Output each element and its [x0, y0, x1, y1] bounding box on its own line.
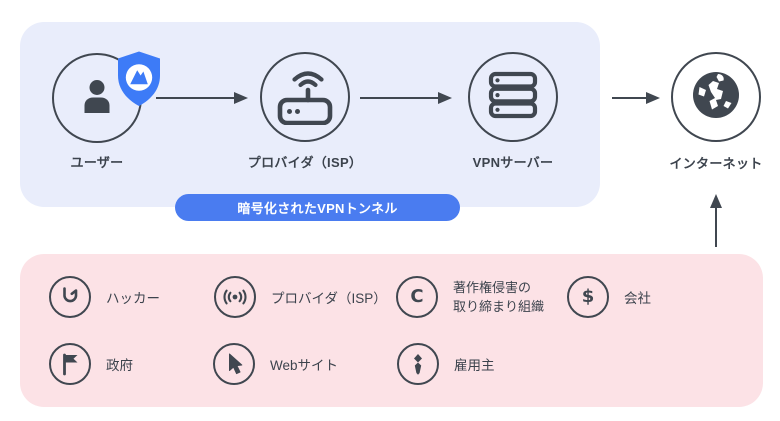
threat-label: プロバイダ（ISP）: [271, 291, 387, 306]
vpn-shield-icon: [113, 50, 165, 113]
threat-label: ハッカー: [106, 291, 160, 306]
threat-item-copyright: C 著作権侵害の 取り締まり組織: [396, 276, 544, 318]
arrow-vpn-to-internet-icon: [612, 90, 660, 111]
broadcast-icon: [214, 276, 256, 318]
router-wifi-icon: [275, 65, 335, 130]
globe-icon: [691, 70, 741, 125]
necktie-icon: [397, 343, 439, 385]
vpn-server-label: VPNサーバー: [472, 155, 554, 170]
arrow-threats-to-internet-icon: [708, 194, 724, 253]
internet-label: インターネット: [669, 156, 763, 171]
person-icon: [73, 72, 121, 125]
user-label: ユーザー: [70, 155, 124, 170]
copyright-glyph: C: [410, 286, 424, 307]
internet-node: [671, 52, 761, 142]
cursor-icon: [213, 343, 255, 385]
threat-item-employer: 雇用主: [397, 343, 495, 385]
threat-label: 会社: [624, 291, 651, 306]
encrypted-tunnel-badge: 暗号化されたVPNトンネル: [175, 194, 460, 221]
vpn-server-node: [468, 52, 558, 142]
threat-label: Webサイト: [270, 358, 339, 373]
threat-label-line2: 取り締まり組織: [453, 299, 545, 314]
threat-label-line1: 著作権侵害の: [453, 279, 532, 295]
isp-label: プロバイダ（ISP）: [247, 155, 363, 170]
isp-node: [260, 52, 350, 142]
arrow-isp-to-vpn-icon: [360, 90, 452, 111]
dollar-glyph: $: [581, 286, 595, 307]
threat-item-government: 政府: [49, 343, 133, 385]
threat-item-hacker: ハッカー: [49, 276, 160, 318]
threat-label: 政府: [106, 358, 133, 373]
threats-panel: [20, 254, 763, 407]
dollar-icon: $: [567, 276, 609, 318]
threat-item-isp: プロバイダ（ISP）: [214, 276, 387, 318]
server-stack-icon: [485, 67, 541, 128]
arrow-user-to-isp-icon: [156, 90, 248, 111]
threat-label: 著作権侵害の 取り締まり組織: [453, 278, 544, 317]
hook-icon: [49, 276, 91, 318]
copyright-icon: C: [396, 276, 438, 318]
threat-item-website: Webサイト: [213, 343, 338, 385]
threat-label: 雇用主: [454, 358, 495, 373]
threat-item-company: $ 会社: [567, 276, 651, 318]
flag-icon: [49, 343, 91, 385]
